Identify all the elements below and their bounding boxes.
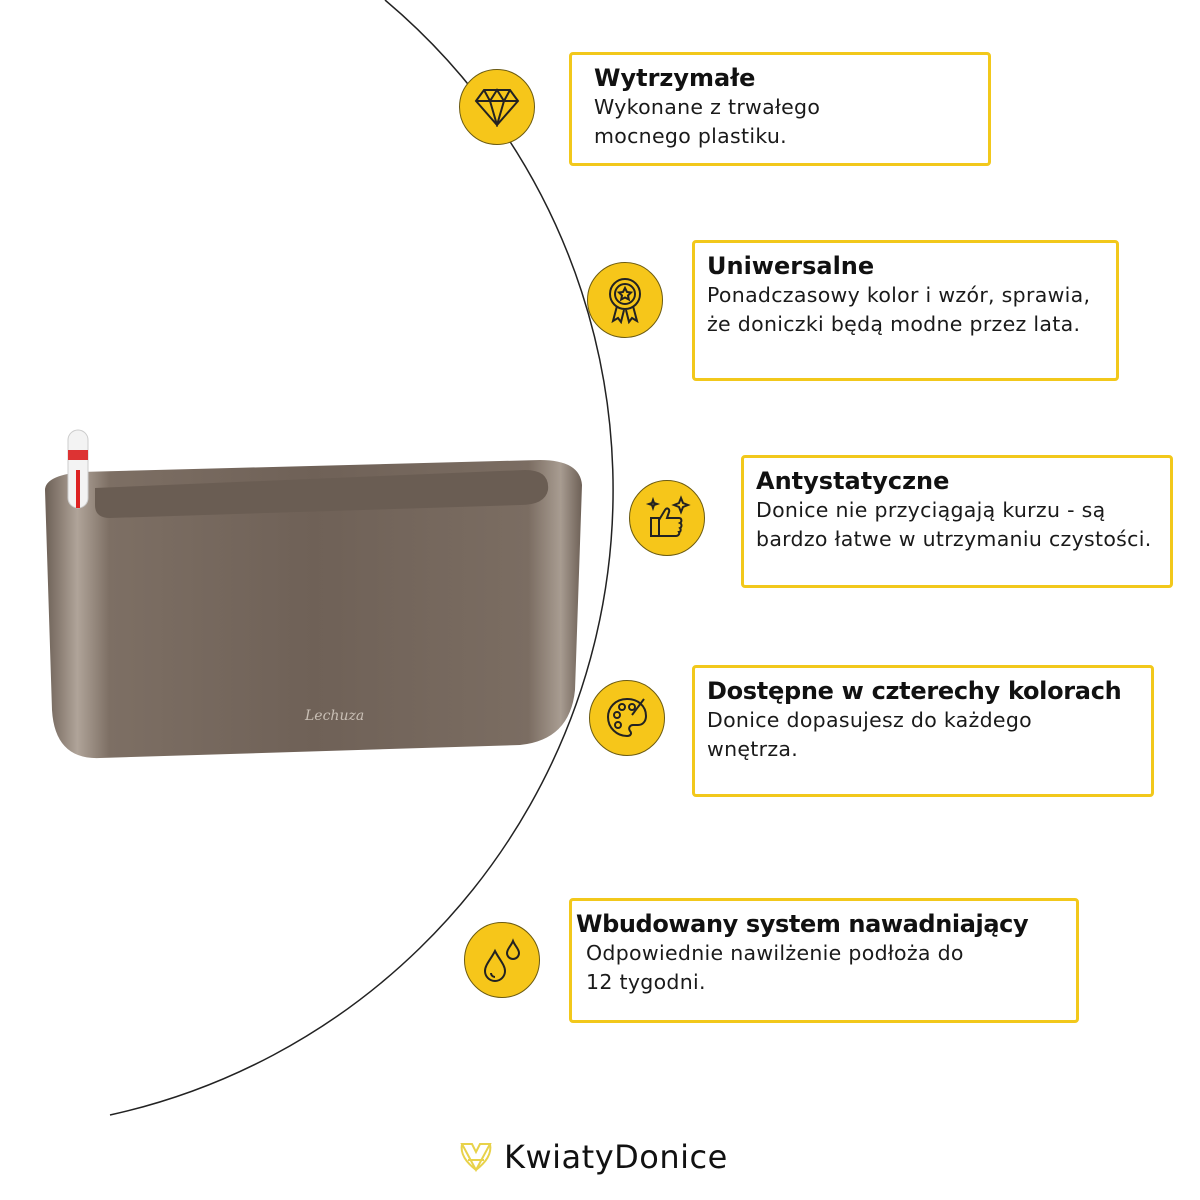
feature-text: Odpowiednie nawilżenie podłoża do 12 tyg… [586,941,964,994]
brand-signature: Lechuza [304,708,364,724]
feature-title: Wytrzymałe [594,64,756,92]
brand-name: KwiatyDonice [504,1138,728,1176]
feature-card-irrigation: Wbudowany system nawadniający Odpowiedni… [569,898,1079,1023]
feature-text: Wykonane z trwałego mocnego plastiku. [594,95,821,148]
water-drops-icon [464,922,540,998]
feature-title: Uniwersalne [707,252,875,280]
feature-text: Donice dopasujesz do każdego wnętrza. [707,708,1032,761]
feature-text: Donice nie przyciągają kurzu - są bardzo… [756,498,1152,551]
product-image-planter: Lechuza [40,410,590,774]
award-ribbon-icon [587,262,663,338]
feature-title: Dostępne w czterechy kolorach [707,677,1122,705]
brand-logo: KwiatyDonice [458,1138,728,1176]
feature-card-universal: Uniwersalne Ponadczasowy kolor i wzór, s… [692,240,1119,381]
feature-text: Ponadczasowy kolor i wzór, sprawia, że d… [707,283,1091,336]
feature-card-colors: Dostępne w czterechy kolorach Donice dop… [692,665,1154,797]
feature-card-durable: Wytrzymałe Wykonane z trwałego mocnego p… [569,52,991,166]
thumbs-up-sparkle-icon [629,480,705,556]
palette-icon [589,680,665,756]
butterfly-logo-icon [460,1143,492,1173]
feature-title: Antystatyczne [756,467,950,495]
diamond-icon [459,69,535,145]
feature-title: Wbudowany system nawadniający [576,910,1029,938]
feature-card-antistatic: Antystatyczne Donice nie przyciągają kur… [741,455,1173,588]
